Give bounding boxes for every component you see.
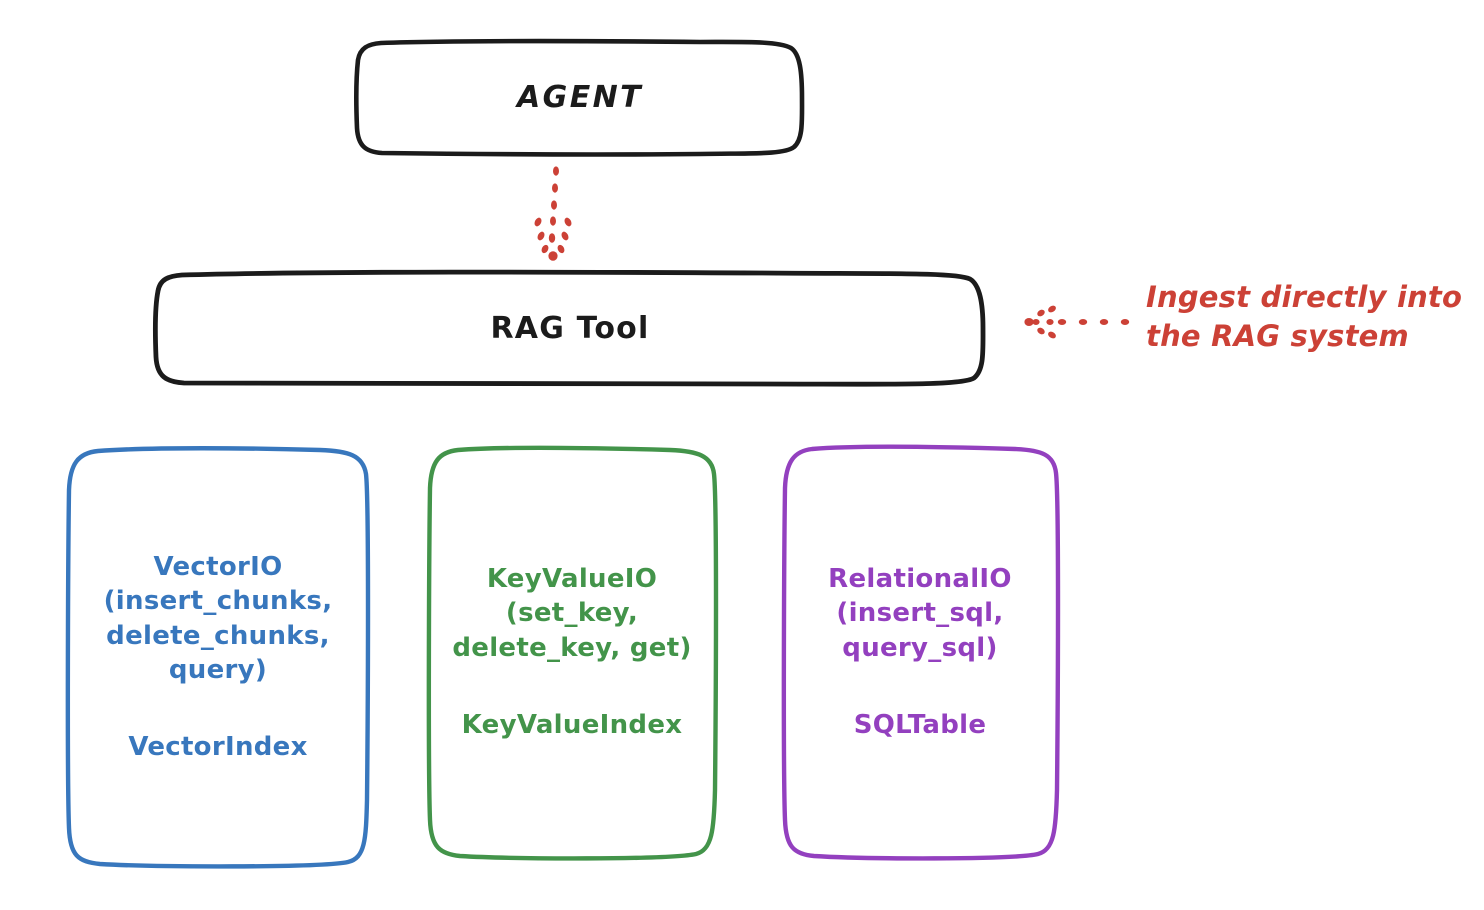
agent-to-rag-arrow: [534, 166, 572, 261]
relational-store-api-label: RelationalIO (insert_sql, query_sql): [828, 563, 1012, 663]
vector-store-index-label: VectorIndex: [128, 731, 308, 762]
keyvalue-store-index-label: KeyValueIndex: [461, 709, 683, 740]
keyvalue-store-api-label: KeyValueIO (set_key, delete_key, get): [452, 563, 692, 663]
keyvalue-store-node: KeyValueIO (set_key, delete_key, get) Ke…: [428, 448, 716, 856]
vector-store-node: VectorIO (insert_chunks, delete_chunks, …: [68, 448, 368, 866]
relational-store-node: RelationalIO (insert_sql, query_sql) SQL…: [784, 448, 1056, 856]
ingest-arrow: [1024, 305, 1130, 339]
vector-store-api-label: VectorIO (insert_chunks, delete_chunks, …: [103, 551, 333, 686]
agent-node-label: AGENT: [517, 80, 643, 116]
rag-tool-node-label: RAG Tool: [490, 310, 650, 346]
ingest-annotation-label: Ingest directly into the RAG system: [1146, 280, 1463, 353]
relational-store-index-label: SQLTable: [853, 709, 987, 740]
